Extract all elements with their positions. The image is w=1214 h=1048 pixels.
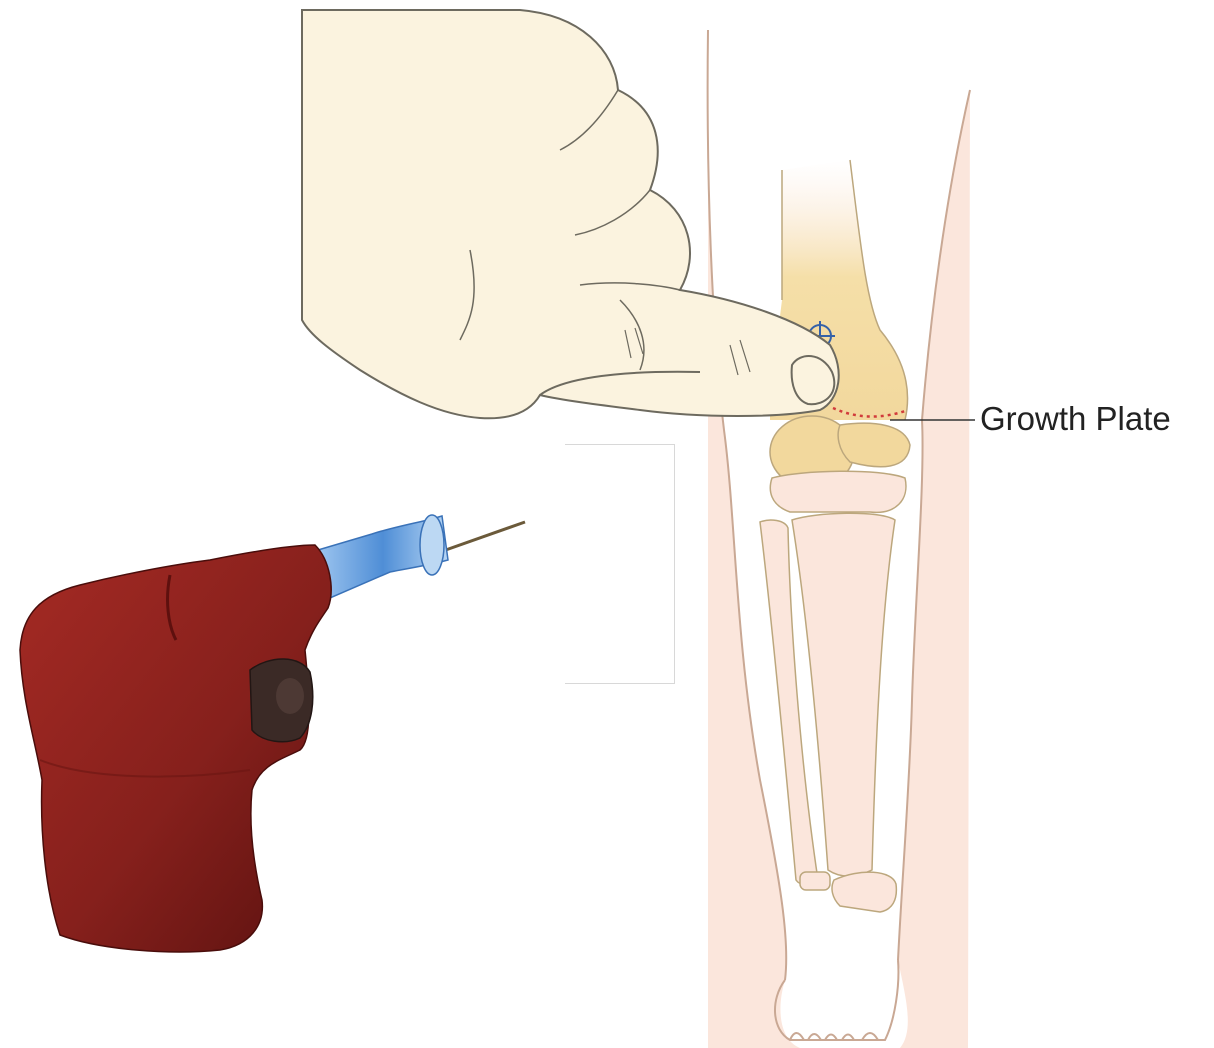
device-body: [20, 545, 331, 952]
knee-bones: [770, 416, 910, 512]
needle: [440, 522, 525, 552]
empty-frame: [565, 444, 675, 684]
intraosseous-drill: [20, 515, 525, 952]
pointing-hand: [302, 10, 839, 418]
growth-plate-label: Growth Plate: [980, 400, 1171, 438]
lower-leg-bones: [760, 513, 896, 912]
